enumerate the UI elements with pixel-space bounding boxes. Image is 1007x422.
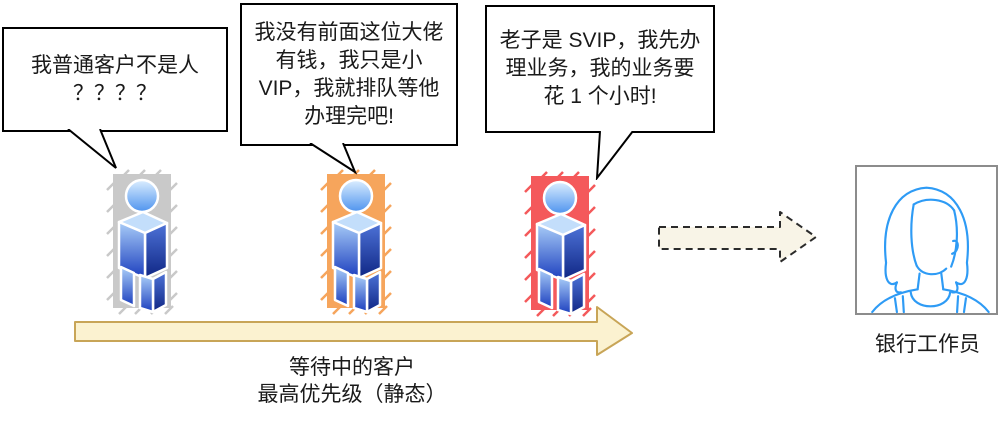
speech-bubble-vip-tail bbox=[309, 143, 358, 175]
blue-3d-man bbox=[331, 178, 383, 314]
speech-bubble-vip: 我没有前面这位大佬 有钱，我只是小 VIP，我就排队等他 办理完吧! bbox=[240, 3, 458, 146]
person-3d-icon-ordinary bbox=[106, 169, 178, 315]
queue-label: 等待中的客户 最高优先级（静态） bbox=[257, 356, 447, 406]
speech-bubble-ordinary: 我普通客户不是人 ？？？？ bbox=[2, 27, 228, 132]
speech-bubble-ordinary-tail bbox=[67, 129, 117, 169]
female-worker-avatar-icon bbox=[871, 186, 990, 313]
dashed-flow-arrow-icon bbox=[658, 211, 817, 263]
blue-3d-man bbox=[535, 180, 587, 316]
person-3d-icon-svip bbox=[524, 171, 596, 317]
bank-worker-portrait bbox=[855, 165, 998, 315]
speech-bubble-svip-tail bbox=[595, 131, 634, 180]
queue-priority-arrow-icon bbox=[74, 306, 633, 356]
speech-bubble-svip: 老子是 SVIP，我先办 理业务，我的业务要 花 1 个小时! bbox=[485, 5, 715, 133]
bank-worker-label: 银行工作员 bbox=[875, 333, 980, 356]
person-3d-icon-vip bbox=[320, 169, 392, 315]
blue-3d-man bbox=[117, 178, 169, 314]
